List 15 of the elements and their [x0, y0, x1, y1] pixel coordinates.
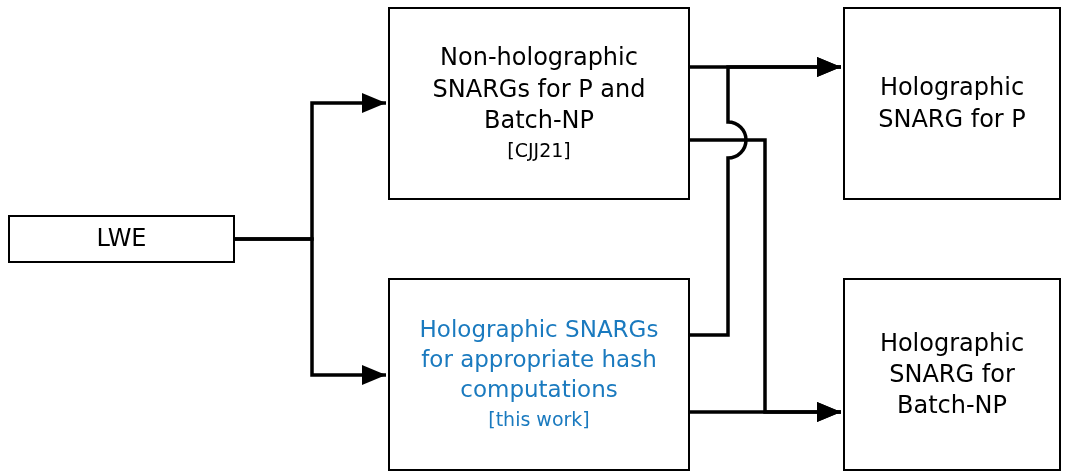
process-box: [388, 7, 690, 200]
citation-text: [CJJ21]: [507, 138, 571, 164]
process-box: [8, 215, 235, 263]
box-title: Holographic SNARG for Batch-NP: [878, 327, 1026, 422]
box-title: Holographic SNARG for P: [877, 72, 1027, 135]
arrow: [690, 402, 841, 422]
arrow: [690, 57, 841, 337]
arrow: [235, 237, 386, 385]
process-box: [388, 278, 690, 471]
process-box: [843, 278, 1061, 471]
citation-text: [this work]: [488, 407, 590, 433]
box-title: Non-holographic SNARGs for P and Batch-NP: [431, 42, 647, 136]
process-box: [843, 7, 1061, 200]
box-title: Holographic SNARGs for appropriate hash computations: [418, 315, 660, 405]
box-title: LWE: [96, 223, 147, 255]
